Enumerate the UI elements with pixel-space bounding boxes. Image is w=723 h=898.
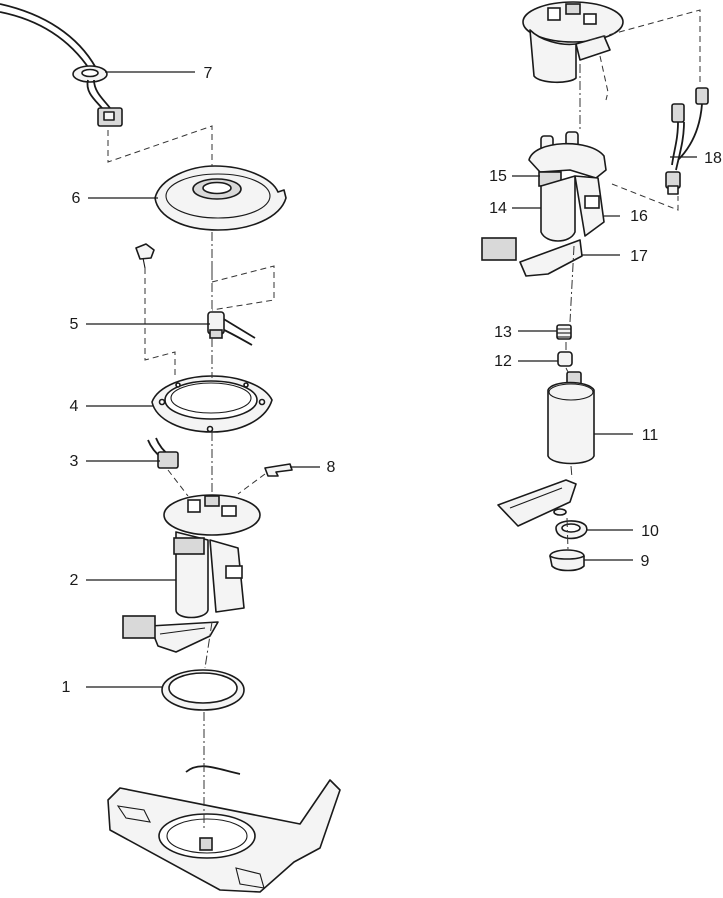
callout-16: 16 bbox=[630, 208, 648, 225]
callout-12: 12 bbox=[494, 353, 512, 370]
callout-1: 1 bbox=[62, 679, 71, 696]
callout-18: 18 bbox=[704, 150, 722, 167]
right-pump-holder bbox=[481, 131, 607, 277]
right-dash-harness-top bbox=[589, 9, 701, 82]
tank-opening bbox=[107, 765, 341, 893]
left-dash-harness bbox=[107, 125, 213, 166]
callout-9: 9 bbox=[641, 553, 650, 570]
part-9-bushing bbox=[549, 549, 585, 572]
part-18-wire-harness bbox=[665, 87, 709, 195]
right-dash-harness-bottom bbox=[611, 183, 679, 211]
callout-3: 3 bbox=[70, 453, 79, 470]
callout-13: 13 bbox=[494, 324, 512, 341]
part-6-cover-plate bbox=[154, 165, 287, 231]
filter-strainer bbox=[497, 479, 577, 527]
callout-17: 17 bbox=[630, 248, 648, 265]
small-washer bbox=[553, 508, 567, 516]
callout-7: 7 bbox=[204, 65, 213, 82]
left-dash-clip bbox=[237, 473, 266, 495]
callout-11: 11 bbox=[642, 427, 659, 444]
part-1-seal-ring bbox=[161, 669, 245, 711]
part-7-harness-grommet bbox=[0, 3, 123, 127]
callout-8: 8 bbox=[327, 459, 336, 476]
part-3-wire-connector bbox=[147, 437, 179, 469]
callout-10: 10 bbox=[641, 523, 659, 540]
part-10-clip-ring bbox=[555, 520, 588, 540]
callout-6: 6 bbox=[72, 190, 81, 207]
right-center-line bbox=[565, 64, 581, 551]
part-13-spring bbox=[556, 324, 572, 340]
part-4-retaining-ring bbox=[151, 375, 273, 433]
bolt bbox=[135, 243, 155, 269]
left-dash-bolt bbox=[144, 268, 176, 378]
right-dash-flange bbox=[599, 55, 609, 101]
part-12-cap bbox=[557, 351, 573, 367]
part-11-fuel-pump bbox=[547, 371, 595, 465]
callout-14: 14 bbox=[489, 200, 507, 217]
callout-4: 4 bbox=[70, 398, 79, 415]
callout-5: 5 bbox=[70, 316, 79, 333]
right-top-flange bbox=[522, 1, 624, 84]
part-2-pump-module bbox=[122, 494, 261, 653]
left-dash-connector bbox=[167, 469, 189, 497]
left-dash-pipe bbox=[211, 262, 275, 311]
callout-labels: 1 2 3 4 5 6 7 8 9 10 11 12 13 14 15 16 1… bbox=[62, 65, 722, 696]
part-5-pipe-connector bbox=[207, 311, 256, 346]
leader-lines bbox=[86, 71, 697, 688]
callout-2: 2 bbox=[70, 572, 79, 589]
part-8-clip bbox=[264, 463, 293, 477]
callout-15: 15 bbox=[489, 168, 507, 185]
